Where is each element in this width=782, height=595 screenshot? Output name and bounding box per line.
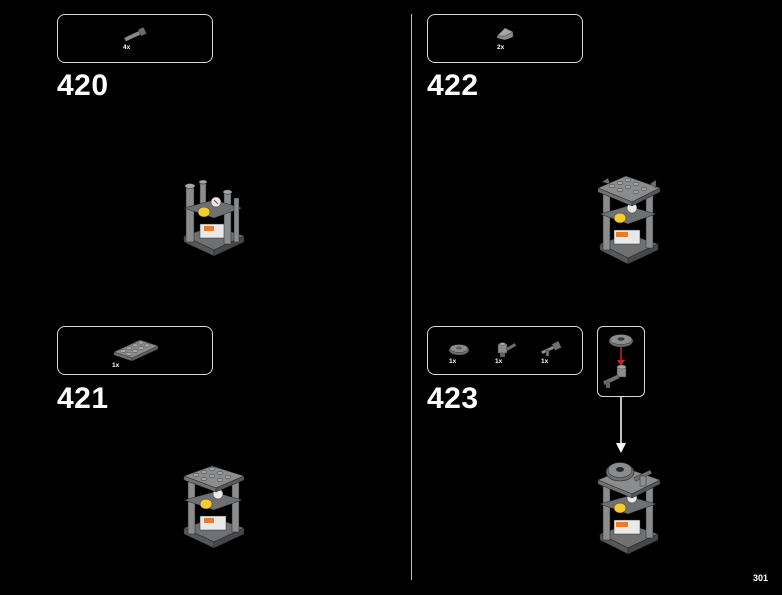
bar-holder-clip-piece-icon (497, 342, 517, 357)
step-number: 421 (57, 382, 109, 415)
part-quantity: 2x (497, 44, 505, 51)
part-quantity: 1x (112, 362, 120, 369)
parts-callout-step-421: 1x (57, 326, 213, 375)
parts-callout-step-422: 2x (427, 14, 583, 63)
parts-callout-step-420: 4x (57, 14, 213, 63)
part-quantity: 1x (495, 358, 503, 365)
column-divider (411, 14, 412, 580)
part-quantity: 4x (123, 44, 131, 51)
page-number: 301 (752, 573, 768, 583)
round-dish-piece-icon (448, 344, 470, 356)
plate-2x4-piece-icon (113, 339, 159, 362)
round-bar-piece-icon (123, 27, 147, 42)
model-step-422 (597, 175, 661, 265)
step-number: 422 (427, 69, 479, 102)
subassembly-callout (597, 326, 645, 397)
subassembly-diagram (602, 334, 634, 388)
part-quantity: 1x (541, 358, 549, 365)
slope-piece-icon (496, 27, 514, 41)
model-step-420 (183, 179, 245, 257)
callout-arrow (616, 397, 626, 453)
model-step-423 (597, 462, 661, 555)
part-quantity: 1x (449, 358, 457, 365)
step-number: 423 (427, 382, 479, 415)
parts-callout-step-423: 1x 1x 1x (427, 326, 583, 375)
model-step-421 (183, 465, 245, 549)
bar-piece-icon (540, 340, 562, 357)
step-number: 420 (57, 69, 109, 102)
